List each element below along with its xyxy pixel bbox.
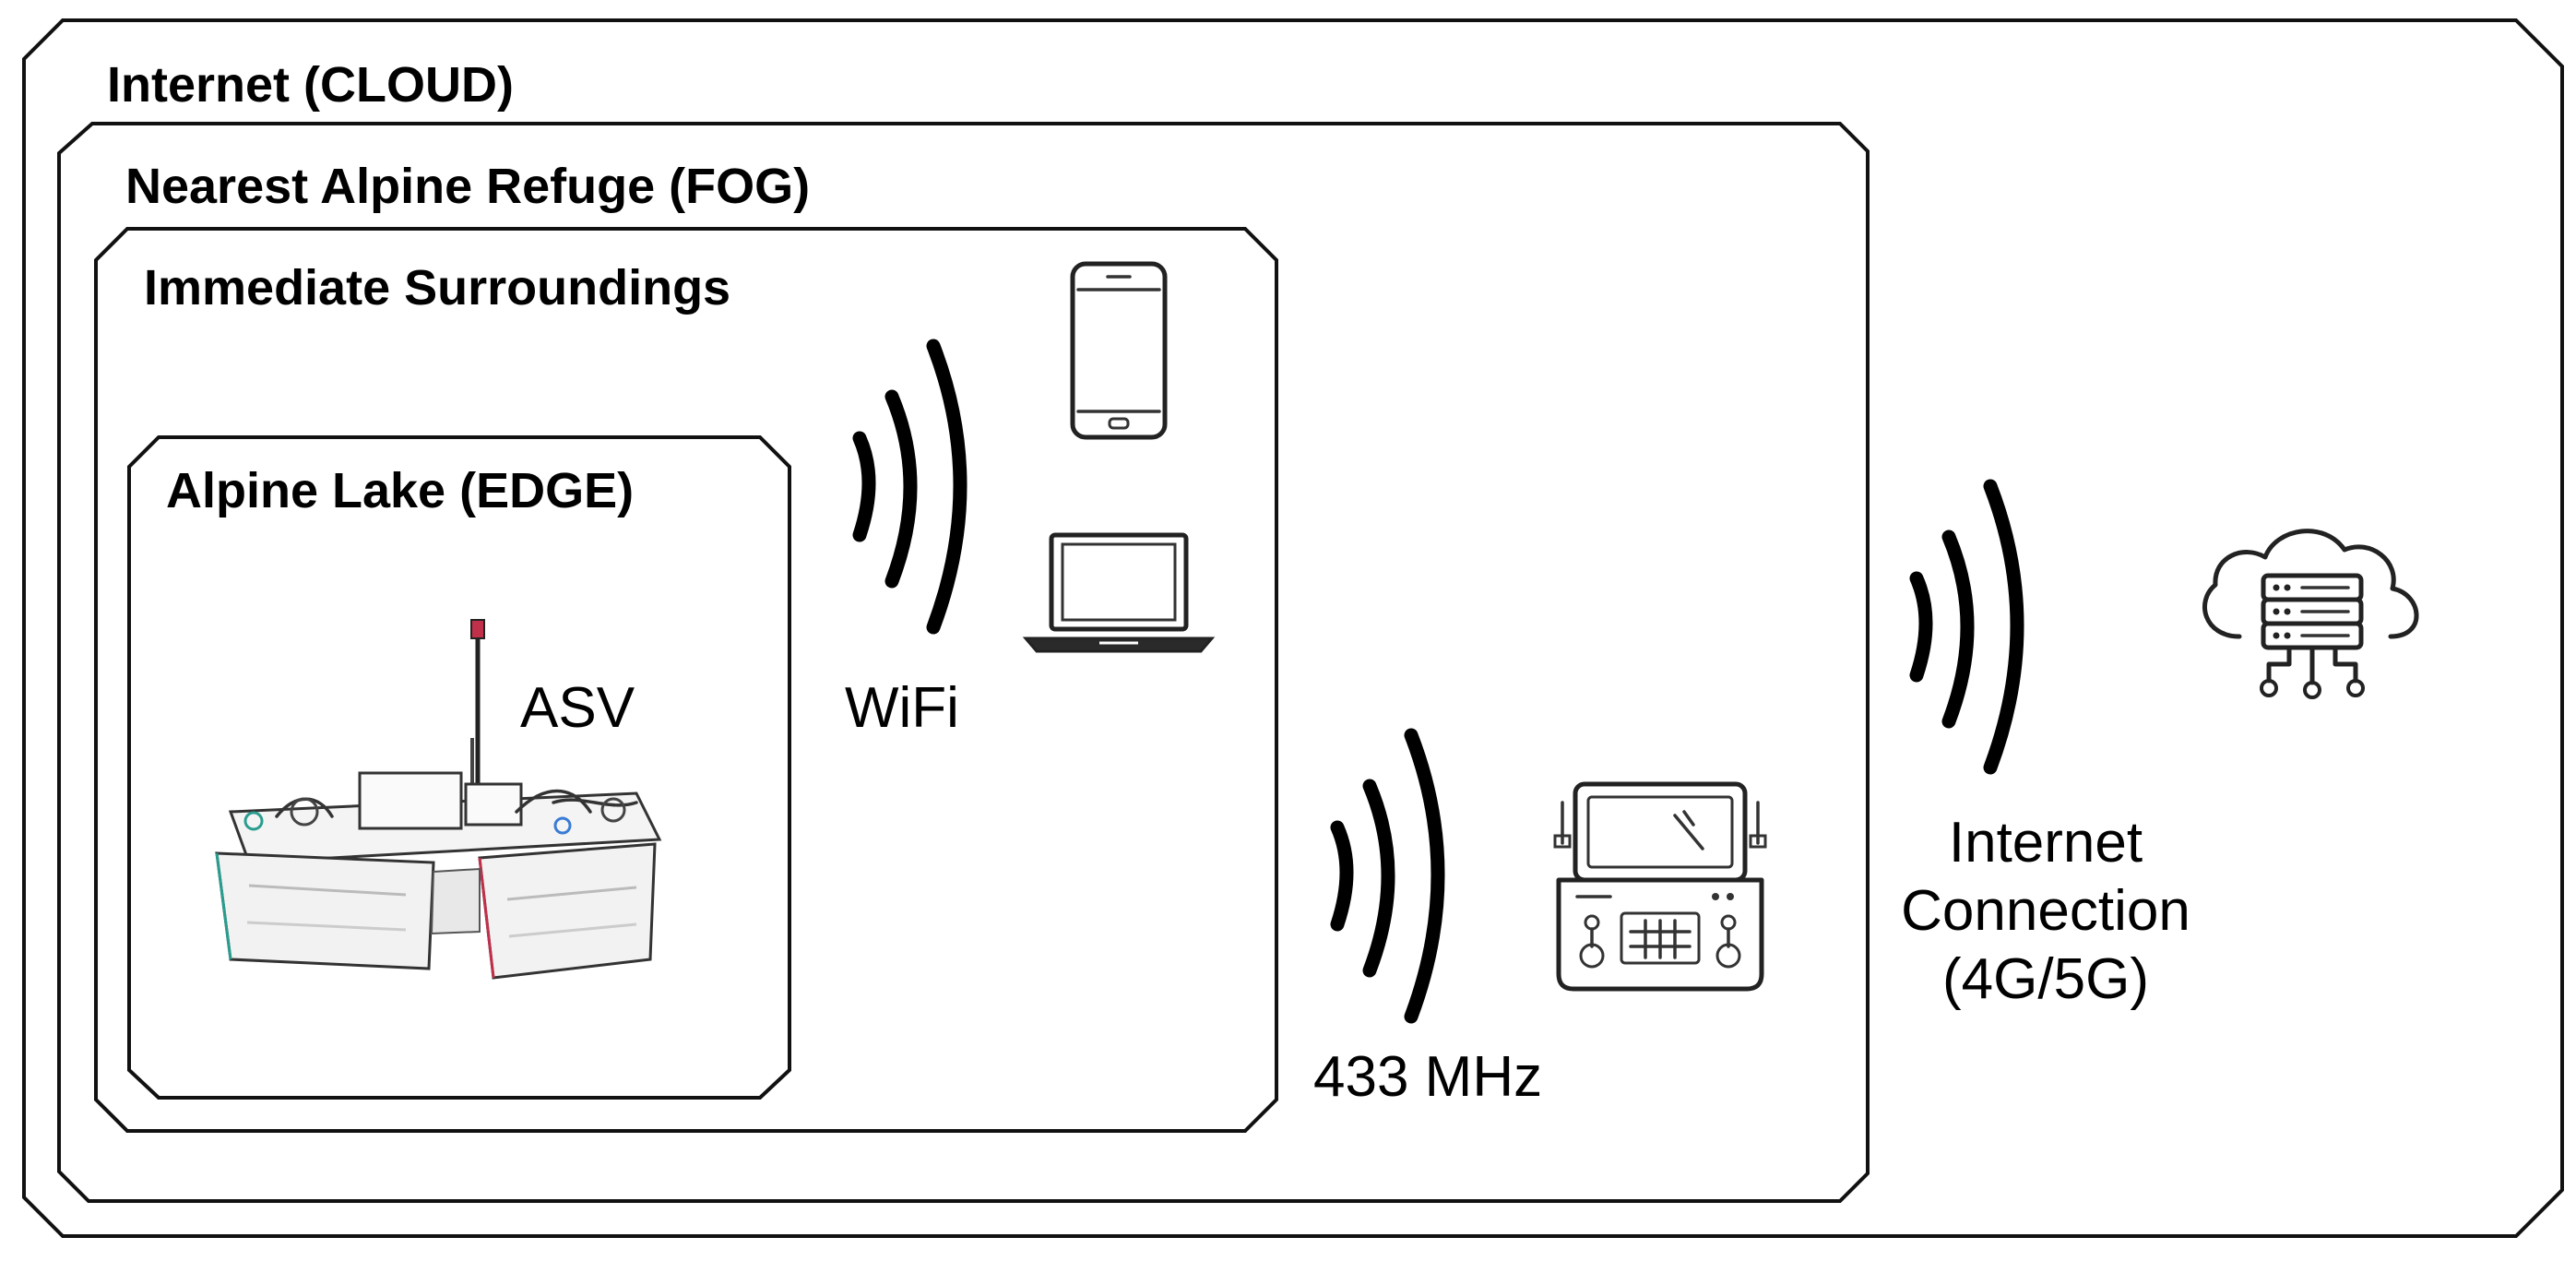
internet-label-line2: Connection xyxy=(1901,879,2190,943)
zone-edge-frame xyxy=(127,435,791,1100)
asv-boat-illustration xyxy=(215,619,662,980)
zone-edge-title: Alpine Lake (EDGE) xyxy=(166,463,634,518)
zone-cloud: Internet (CLOUD) xyxy=(22,18,2564,1238)
zone-edge: Alpine Lake (EDGE) xyxy=(127,435,791,1100)
internet-waves-icon xyxy=(1909,479,2024,775)
zone-cloud-title: Internet (CLOUD) xyxy=(107,57,514,113)
wifi-waves-icon xyxy=(852,339,967,635)
radio-label: 433 MHz xyxy=(1313,1045,1542,1109)
zone-fog-title: Nearest Alpine Refuge (FOG) xyxy=(125,159,810,214)
zone-cloud-frame xyxy=(22,18,2564,1238)
cloud-server-icon xyxy=(2202,529,2419,699)
zone-surroundings: Immediate Surroundings xyxy=(94,227,1278,1133)
smartphone-icon xyxy=(1070,261,1168,440)
zone-fog-frame xyxy=(57,122,1870,1203)
asv-label: ASV xyxy=(520,676,635,740)
internet-label-line3: (4G/5G) xyxy=(1942,947,2149,1011)
radio-waves-icon xyxy=(1330,728,1445,1024)
zone-surroundings-title: Immediate Surroundings xyxy=(144,260,730,315)
radio-controller-icon xyxy=(1553,781,1767,992)
zone-fog: Nearest Alpine Refuge (FOG) xyxy=(57,122,1870,1203)
laptop-icon xyxy=(1022,532,1216,653)
internet-label-line1: Internet xyxy=(1949,811,2143,874)
wifi-label: WiFi xyxy=(845,676,959,740)
zone-surroundings-frame xyxy=(94,227,1278,1133)
